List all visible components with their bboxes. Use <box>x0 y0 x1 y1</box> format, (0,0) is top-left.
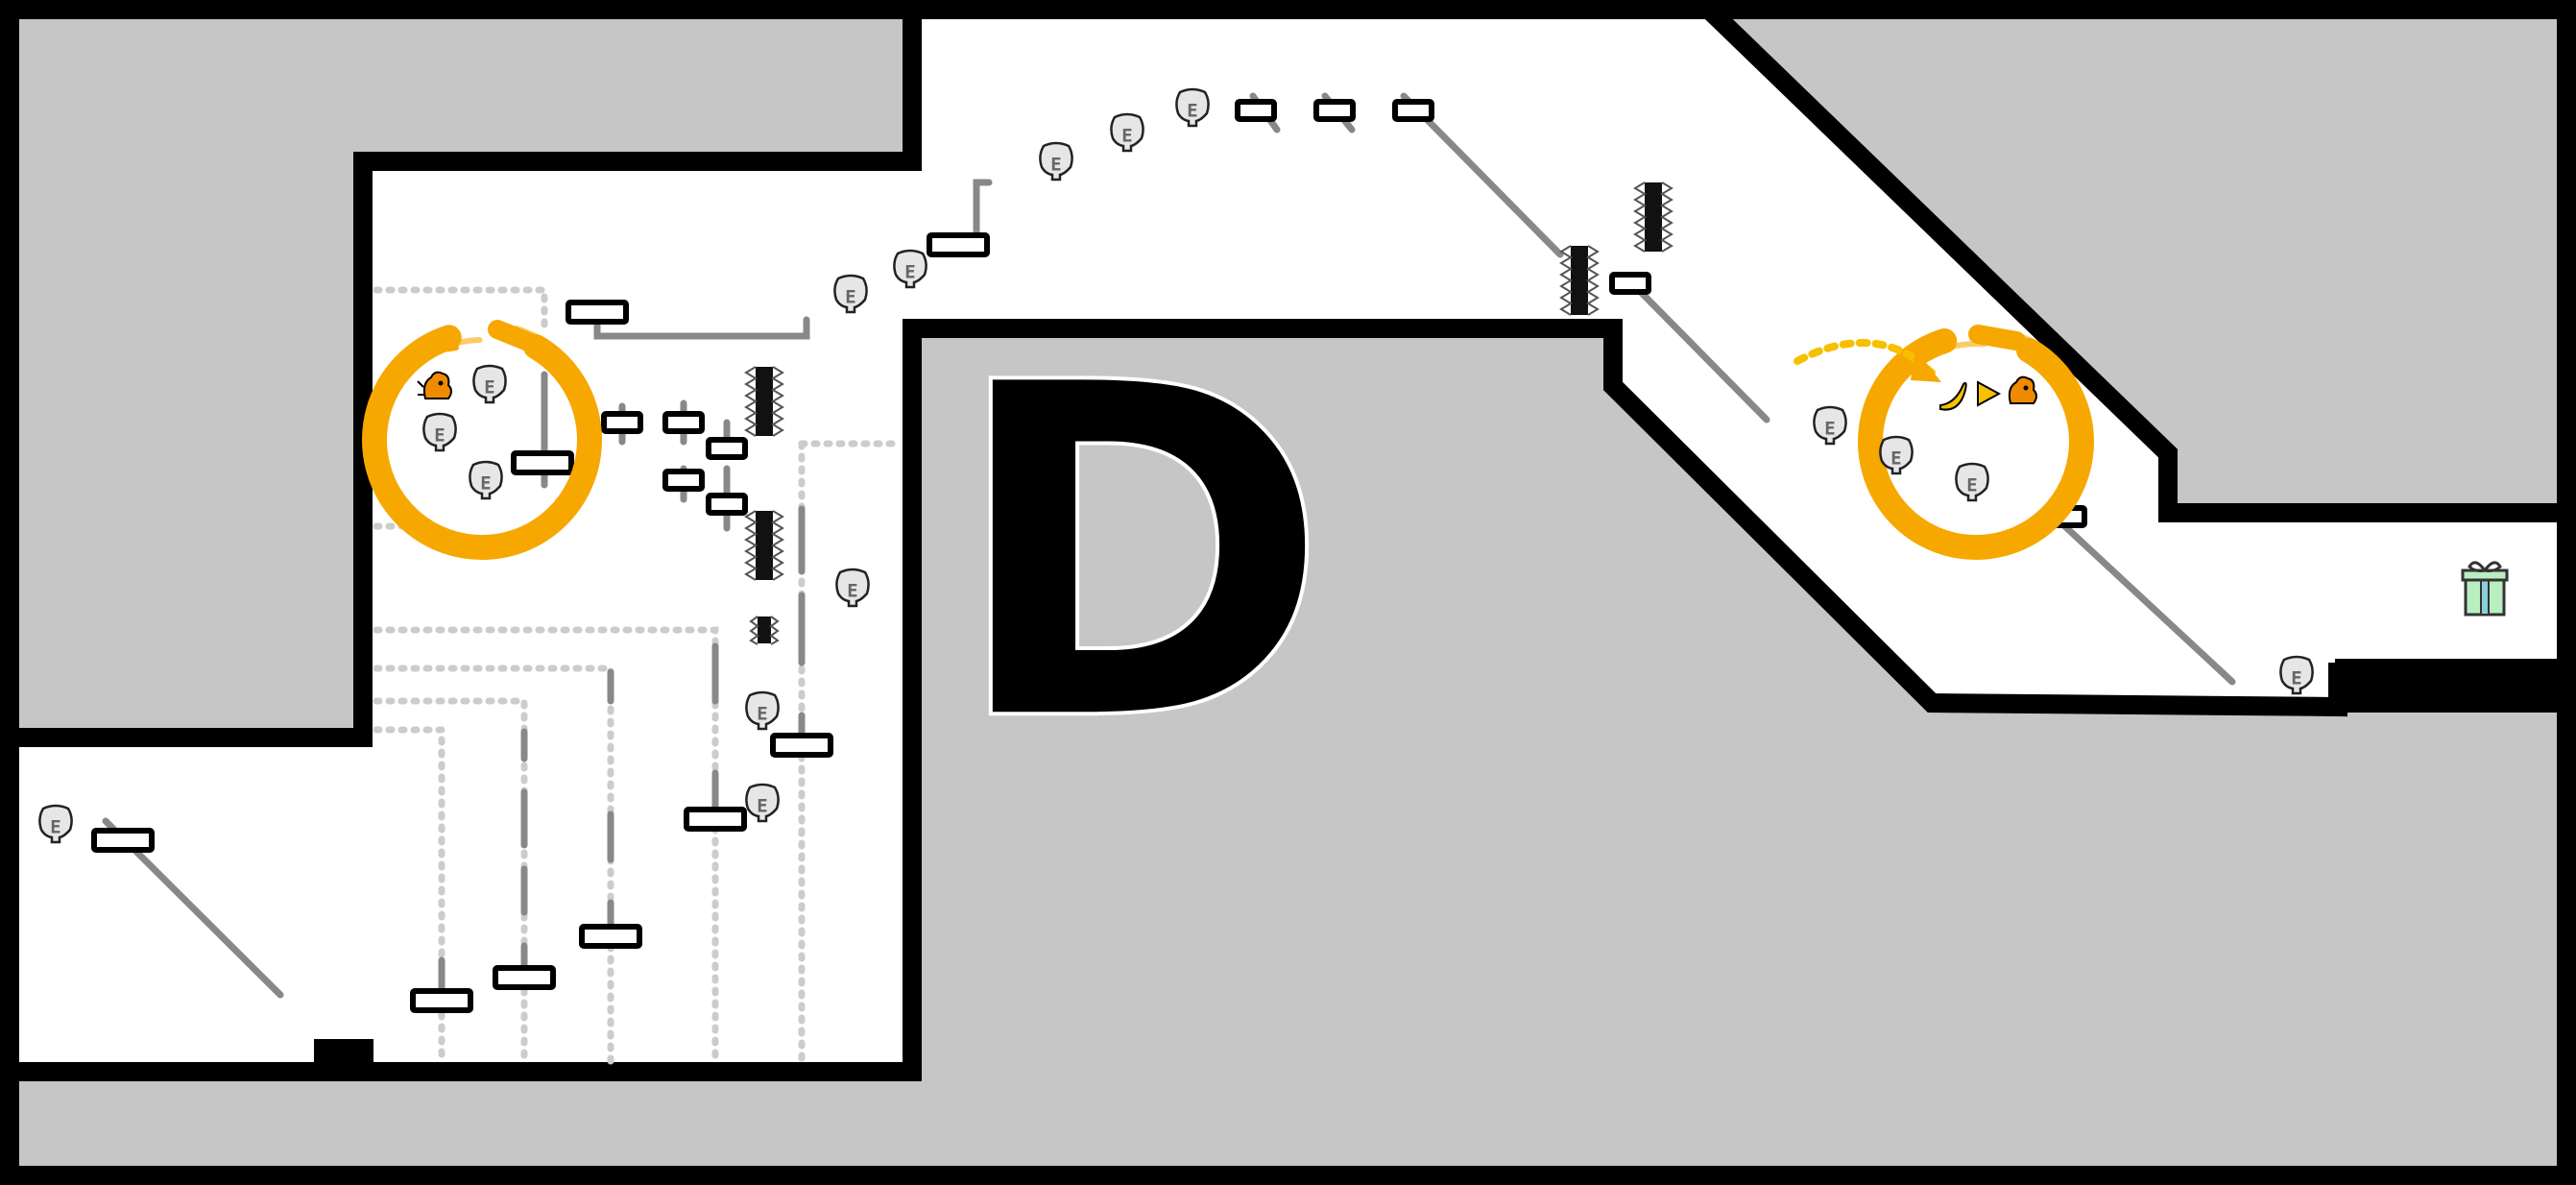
platform <box>514 453 571 472</box>
platform <box>665 414 702 431</box>
platform <box>94 831 152 850</box>
vortex-left <box>362 320 602 560</box>
platform <box>686 810 744 829</box>
platform <box>665 472 702 489</box>
banana-icon <box>1939 381 1967 411</box>
spike-strip <box>749 616 780 645</box>
wall-block-bottom <box>314 1039 373 1077</box>
platform <box>773 736 831 755</box>
platform <box>413 991 470 1010</box>
spike-strip <box>1633 181 1673 253</box>
wall-block-right <box>2335 659 2566 713</box>
platform <box>604 414 640 431</box>
spike-strip <box>1559 245 1600 316</box>
spike-strip <box>744 366 784 437</box>
platform <box>1238 102 1274 119</box>
platform <box>582 927 639 946</box>
spike-strips <box>744 181 1673 645</box>
platform <box>929 235 987 254</box>
platform <box>1395 102 1432 119</box>
spike-strip <box>744 510 784 581</box>
platform <box>495 968 553 987</box>
gift-icon <box>2461 561 2509 617</box>
arrow-marker-icon <box>1977 380 2002 407</box>
platform <box>1316 102 1353 119</box>
zone-letter: D <box>949 286 1331 823</box>
creature-icon <box>417 371 452 399</box>
creature-icon <box>2008 375 2037 404</box>
platform <box>709 440 745 457</box>
vortex-arrow <box>1911 350 1941 382</box>
platform <box>568 302 626 322</box>
platform <box>709 496 745 513</box>
floor-area <box>6 10 2576 1077</box>
vortex-right <box>1858 324 2094 560</box>
platform <box>1612 275 1649 292</box>
